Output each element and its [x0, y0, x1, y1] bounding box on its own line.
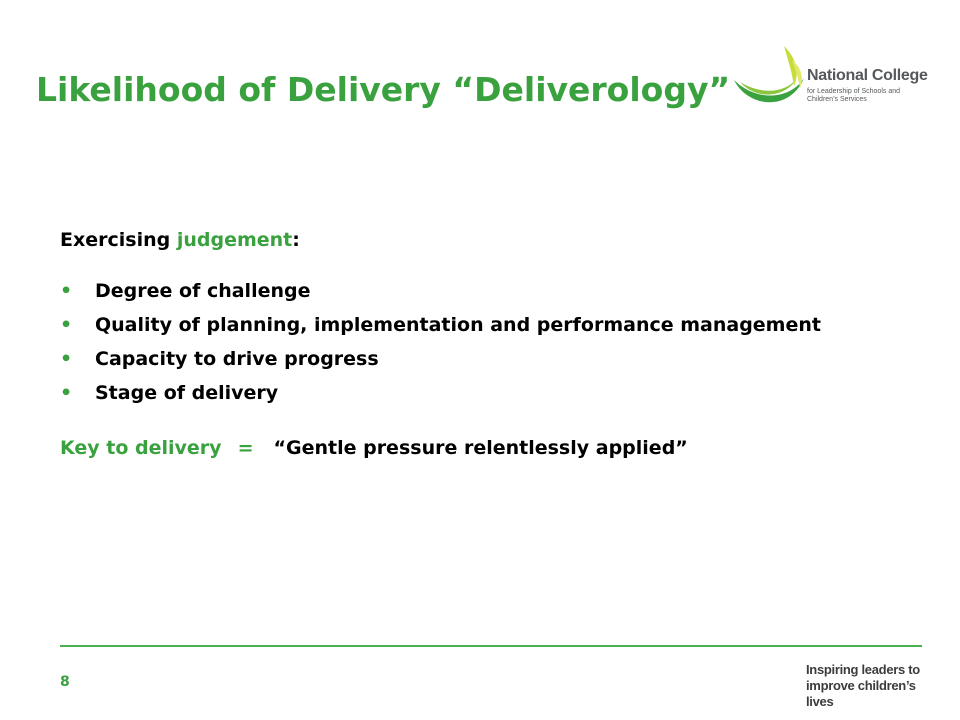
college-swoosh-icon [734, 46, 804, 103]
bullet-text: Stage of delivery [95, 382, 279, 404]
slide-title: Likelihood of Delivery “Deliverology” [36, 70, 731, 109]
key-label: Key to delivery [60, 437, 222, 459]
key-quote: “Gentle pressure relentlessly applied” [273, 437, 688, 459]
intro-line: Exercising judgement: [60, 226, 900, 254]
bullet-text: Quality of planning, implementation and … [95, 314, 821, 336]
bullet-text: Capacity to drive progress [95, 348, 379, 370]
key-equals: = [237, 437, 254, 459]
footer-tagline: Inspiring leaders to improve children’s … [806, 662, 920, 709]
key-to-delivery-line: Key to delivery = “Gentle pressure relentl… [60, 434, 900, 462]
list-item: • Stage of delivery [60, 380, 900, 406]
bullet-dot-icon: • [60, 382, 73, 404]
footer-divider [60, 645, 922, 647]
list-item: • Capacity to drive progress [60, 346, 900, 372]
intro-suffix: : [292, 229, 300, 251]
intro-prefix: Exercising [60, 229, 177, 251]
bullet-list: • Degree of challenge • Quality of plann… [60, 278, 900, 406]
logo-name: National College [807, 67, 928, 84]
page-number: 8 [60, 674, 70, 690]
bullet-dot-icon: • [60, 314, 73, 336]
bullet-dot-icon: • [60, 348, 73, 370]
bullet-text: Degree of challenge [95, 280, 311, 302]
intro-highlight: judgement [176, 229, 293, 251]
bullet-dot-icon: • [60, 280, 73, 302]
list-item: • Degree of challenge [60, 278, 900, 304]
logo-tagline: for Leadership of Schools and Children’s… [807, 88, 901, 103]
national-college-logo: National College for Leadership of Schoo… [730, 38, 930, 118]
slide-body: Exercising judgement: • Degree of challe… [60, 226, 900, 462]
list-item: • Quality of planning, implementation an… [60, 312, 900, 338]
